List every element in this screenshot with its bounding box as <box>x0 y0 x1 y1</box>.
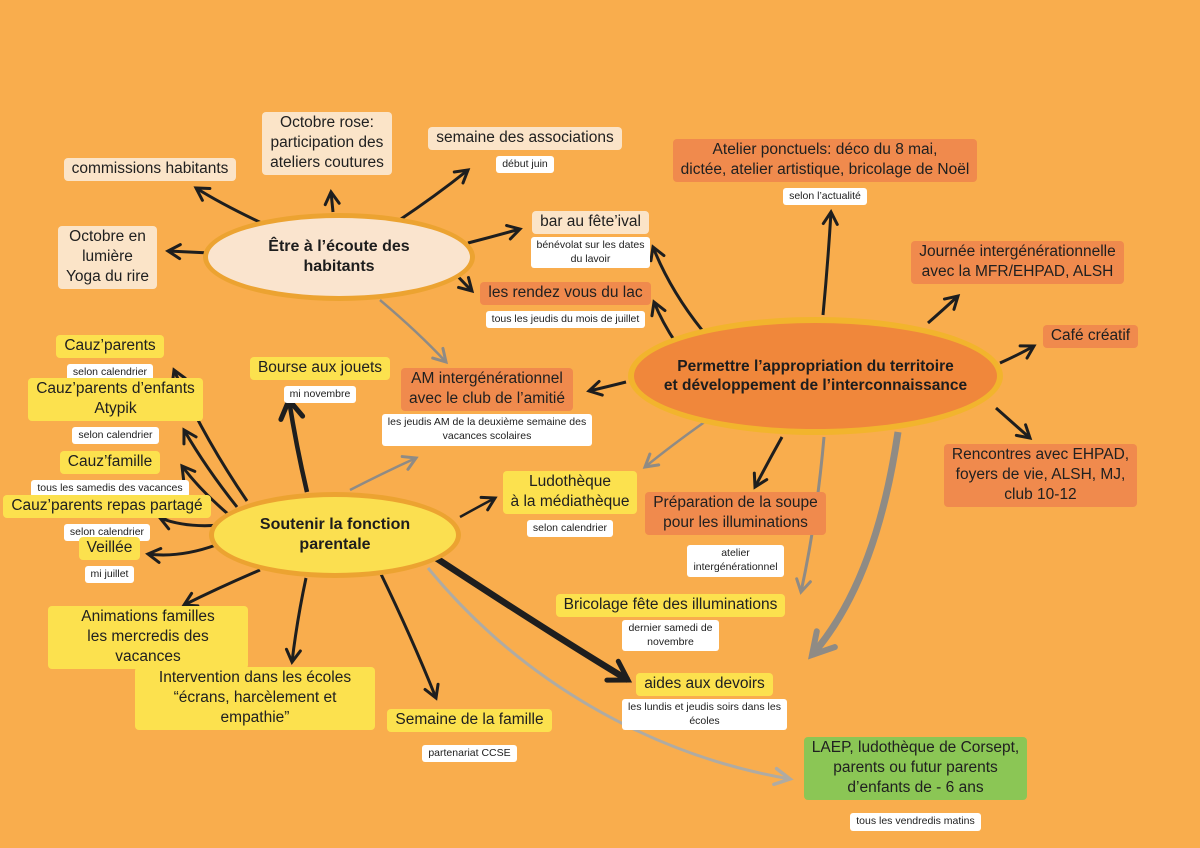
hub-appropriation-territoire: Permettre l’appropriation du territoire … <box>628 317 1003 435</box>
node-cauz-parents: Cauz’parents selon calendrier <box>45 335 175 382</box>
node-preparation-soupe: Préparation de la soupe pour les illumin… <box>638 492 833 577</box>
node-bar-fetival: bar au fête’ival bénévolat sur les dates… <box>518 211 663 269</box>
node-sublabel: mi juillet <box>84 566 135 584</box>
arrow-ecoute-semaine-associations <box>397 168 471 223</box>
arrow-ecoute-octobre-rose <box>323 189 341 213</box>
node-sublabel: tous les jeudis du mois de juillet <box>485 311 646 329</box>
node-label: Animations familles les mercredis des va… <box>48 606 248 670</box>
arrow-territoire-ludotheque-mediatheque <box>642 419 707 469</box>
node-label: Bricolage fête des illuminations <box>555 594 786 618</box>
node-rencontres-ehpad: Rencontres avec EHPAD, foyers de vie, AL… <box>943 444 1138 508</box>
node-sublabel: bénévolat sur les dates du lavoir <box>530 237 651 269</box>
node-label: Journée intergénérationnelle avec la MFR… <box>911 241 1124 285</box>
node-animations-familles: Animations familles les mercredis des va… <box>48 606 248 670</box>
arrow-territoire-cafe-creatif <box>999 344 1037 365</box>
node-sublabel: tous les vendredis matins <box>850 813 981 831</box>
node-cafe-creatif: Café créatif <box>1038 325 1143 349</box>
node-label: Cauz’famille <box>59 451 161 475</box>
node-bricolage-illuminations: Bricolage fête des illuminations dernier… <box>548 594 793 652</box>
node-label: Cauz’parents <box>56 335 164 359</box>
node-label: Octobre rose: participation des ateliers… <box>262 112 392 176</box>
node-label: Semaine de la famille <box>387 709 552 733</box>
node-sublabel: partenariat CCSE <box>422 745 517 763</box>
hub-etre-a-lecoute-des-habitants: Être à l’écoute des habitants <box>203 213 475 301</box>
arrow-ecoute-am-intergenerationnel <box>379 299 449 365</box>
node-label: LAEP, ludothèque de Corsept, parents ou … <box>803 737 1028 801</box>
node-cauz-parents-repas: Cauz’parents repas partagé selon calendr… <box>2 495 212 542</box>
node-sublabel: mi novembre <box>283 386 357 404</box>
node-laep: LAEP, ludothèque de Corsept, parents ou … <box>798 737 1033 831</box>
node-sublabel: selon l’actualité <box>783 188 867 206</box>
node-commissions-habitants: commissions habitants <box>55 158 245 182</box>
arrow-territoire-ateliers-ponctuels <box>821 209 839 316</box>
node-sublabel: début juin <box>496 156 554 174</box>
node-label: Café créatif <box>1042 325 1139 349</box>
node-cauz-famille: Cauz’famille tous les samedis des vacanc… <box>30 451 190 498</box>
arrow-territoire-journee-intergenerationnelle <box>927 293 961 325</box>
node-label: AM intergénérationnel avec le club de l’… <box>401 368 573 412</box>
node-sublabel: dernier samedi de novembre <box>622 620 719 652</box>
arrow-parentale-semaine-famille <box>378 571 440 701</box>
node-octobre-en-lumiere: Octobre en lumière Yoga du rire <box>50 226 165 290</box>
node-octobre-rose: Octobre rose: participation des ateliers… <box>252 112 402 176</box>
arrow-parentale-veillee <box>145 543 217 564</box>
node-label: commissions habitants <box>63 158 237 182</box>
arrow-ecoute-commissions-habitants <box>193 186 269 228</box>
arrow-parentale-intervention-ecoles <box>284 577 308 665</box>
node-label: semaine des associations <box>428 127 622 151</box>
node-sublabel: atelier intergénérationnel <box>687 545 784 577</box>
node-label: Cauz’parents repas partagé <box>3 495 211 519</box>
hub-soutenir-fonction-parentale: Soutenir la fonction parentale <box>209 492 461 578</box>
arrow-parentale-bourse-aux-jouets <box>278 395 310 493</box>
node-rendez-vous-du-lac: les rendez vous du lac tous les jeudis d… <box>468 282 663 329</box>
arrow-territoire-rencontres-ehpad <box>995 406 1033 440</box>
node-sublabel: tous les samedis des vacances <box>31 480 189 498</box>
node-journee-intergenerationnelle: Journée intergénérationnelle avec la MFR… <box>905 241 1130 285</box>
node-label: Veillée <box>78 537 141 561</box>
node-label: Ludothèque à la médiathèque <box>502 471 638 515</box>
node-label: Octobre en lumière Yoga du rire <box>57 226 158 290</box>
node-label: Rencontres avec EHPAD, foyers de vie, AL… <box>943 444 1138 508</box>
node-sublabel: les lundis et jeudis soirs dans les écol… <box>622 699 787 731</box>
node-label: Intervention dans les écoles “écrans, ha… <box>135 667 375 731</box>
arrow-parentale-ludotheque-mediatheque <box>459 495 498 519</box>
node-label: Cauz’parents d’enfants Atypik <box>28 378 203 422</box>
node-cauz-parents-atypik: Cauz’parents d’enfants Atypik selon cale… <box>18 378 213 445</box>
node-label: Préparation de la soupe pour les illumin… <box>645 492 826 536</box>
node-semaine-associations: semaine des associations début juin <box>425 127 625 174</box>
arrow-ecoute-bar-fetival <box>467 223 523 245</box>
node-bourse-aux-jouets: Bourse aux jouets mi novembre <box>240 357 400 404</box>
node-am-intergenerationnel: AM intergénérationnel avec le club de l’… <box>372 368 602 446</box>
node-veillee: Veillée mi juillet <box>62 537 157 584</box>
node-sublabel: selon calendrier <box>66 364 154 382</box>
node-label: aides aux devoirs <box>636 673 773 697</box>
node-intervention-ecoles: Intervention dans les écoles “écrans, ha… <box>135 667 375 731</box>
node-label: bar au fête’ival <box>532 211 649 235</box>
node-label: les rendez vous du lac <box>480 282 651 306</box>
node-semaine-famille: Semaine de la famille partenariat CCSE <box>382 709 557 763</box>
node-sublabel: selon calendrier <box>526 520 614 538</box>
node-sublabel: selon calendrier <box>72 427 159 445</box>
node-ateliers-ponctuels: Atelier ponctuels: déco du 8 mai, dictée… <box>660 139 990 206</box>
arrow-territoire-preparation-soupe <box>752 436 784 490</box>
node-ludotheque-mediatheque: Ludothèque à la médiathèque selon calend… <box>495 471 645 538</box>
node-label: Atelier ponctuels: déco du 8 mai, dictée… <box>672 139 978 183</box>
node-sublabel: les jeudis AM de la deuxième semaine des… <box>381 414 593 446</box>
arrow-parentale-am-intergenerationnel <box>349 455 419 492</box>
node-aides-aux-devoirs: aides aux devoirs les lundis et jeudis s… <box>622 673 787 731</box>
node-label: Bourse aux jouets <box>249 357 391 381</box>
arrow-parentale-animations-familles <box>181 568 261 608</box>
